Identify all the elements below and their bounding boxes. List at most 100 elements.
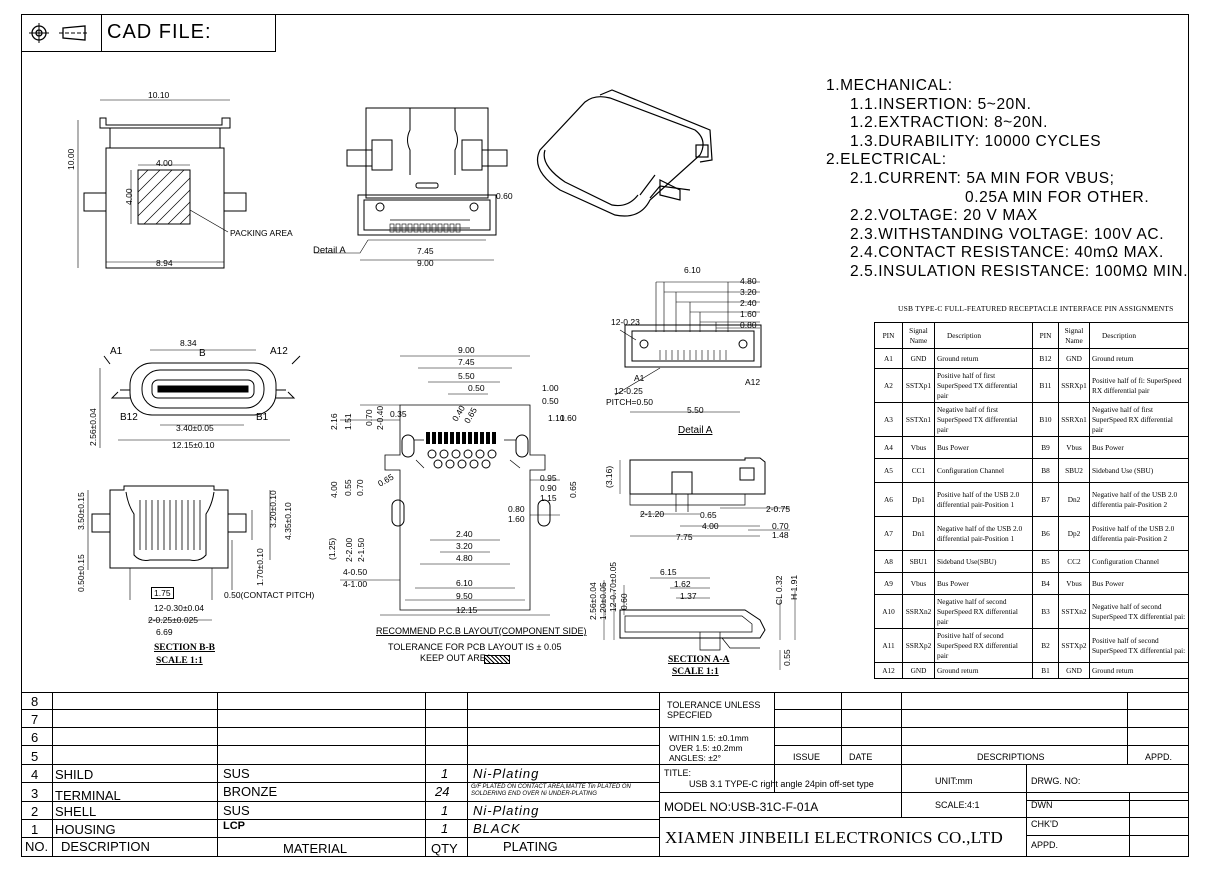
bom-item-material: BRONZE — [223, 784, 278, 799]
pin-cell: Configuration Channel — [1089, 550, 1189, 573]
cad-header: CAD FILE: — [21, 14, 276, 52]
pin-cell: Sideband Use(SBU) — [934, 550, 1033, 573]
bom-item-desc: TERMINAL — [55, 788, 121, 803]
spec-line: 0.25A MIN FOR OTHER. — [965, 188, 1150, 206]
pin-cell: GND — [902, 348, 935, 369]
pin-cell: B12 — [1032, 348, 1059, 369]
bom-item-no: 2 — [31, 804, 39, 819]
pin-cell: Negative half of second SuperSpeed TX di… — [1089, 594, 1189, 629]
tolerance-angles: ANGLES: ±2° — [669, 753, 722, 763]
dim-label: 1.75 — [151, 587, 174, 599]
detail-a-view — [614, 281, 762, 413]
pin-cell: Bus Power — [1089, 436, 1189, 459]
dim-label: 2-0.75 — [766, 504, 791, 514]
pin-cell: Positive half of second SuperSpeed RX di… — [934, 628, 1033, 663]
dim-label: 4.00 — [702, 521, 719, 531]
pin-cell: Negative half of first SuperSpeed RX dif… — [1089, 402, 1189, 437]
pin-cell: Positive half of the USB 2.0 differentia… — [934, 482, 1033, 517]
section-bb-view — [87, 485, 271, 621]
dim-label: 1.60 — [740, 309, 757, 319]
pin-cell: A2 — [874, 368, 903, 403]
pin-cell: Negative half of the USB 2.0 differentia… — [1089, 482, 1189, 517]
dim-label: 7.45 — [417, 246, 434, 256]
dim-label: (1.25) — [327, 537, 337, 560]
issue-label: ISSUE — [793, 752, 821, 762]
dim-label: 2.40 — [740, 298, 757, 308]
dim-label: 6.15 — [660, 567, 677, 577]
keep-out-hatch-icon — [484, 655, 510, 664]
bom-row-number: 8 — [31, 694, 39, 709]
drawing-sheet — [21, 14, 1189, 857]
dim-label: 12-0.30±0.04 — [154, 603, 205, 613]
dim-label: 4.35±0.10 — [283, 502, 293, 540]
bom-item-material: SUS — [223, 803, 250, 818]
dim-label: 3.40±0.05 — [176, 423, 214, 433]
spec-line: 2.ELECTRICAL: — [826, 151, 947, 169]
keep-out-label: KEEP OUT AREA — [420, 653, 492, 663]
model-no: MODEL NO:USB-31C-F-01A — [664, 800, 819, 814]
dim-label: B12 — [120, 412, 138, 423]
dim-label: 2.16 — [329, 413, 339, 430]
section-bb-title: SECTION B-B — [154, 643, 215, 653]
pin-cell: A4 — [874, 436, 903, 459]
pin-cell: B10 — [1032, 402, 1059, 437]
dim-label: 4.00 — [329, 481, 339, 498]
pin-table-header: Description — [934, 322, 1033, 349]
bom-header-desc: DESCRIPTION — [61, 839, 150, 854]
dim-label: CL 0.32 — [774, 575, 784, 605]
spec-list: 1.MECHANICAL: 1.1.INSERTION: 5~20N. 1.2.… — [826, 77, 1188, 282]
pin-cell: Ground return — [1089, 662, 1189, 679]
dim-label: 7.45 — [458, 357, 475, 367]
dim-label: 1.48 — [772, 530, 789, 540]
pin-cell: Bus Power — [934, 572, 1033, 595]
pin-cell: Bus Power — [934, 436, 1033, 459]
dim-label: 0.70 — [364, 409, 374, 426]
dim-label: 4.00 — [124, 188, 134, 205]
pin-cell: Vbus — [1058, 436, 1090, 459]
bom-row-number: 6 — [31, 730, 39, 745]
dim-label: 6.69 — [156, 627, 173, 637]
pin-table-header: Signal Name — [1058, 322, 1090, 349]
pcb-tolerance-note: TOLERANCE FOR PCB LAYOUT IS ± 0.05 — [388, 642, 562, 652]
dim-label: 1.62 — [674, 579, 691, 589]
pin-table-title: USB TYPE-C FULL-FEATURED RECEPTACLE INTE… — [898, 304, 1174, 313]
dim-label: 0.80 — [508, 504, 525, 514]
pin-cell: Ground return — [934, 348, 1033, 369]
pin-cell: A3 — [874, 402, 903, 437]
dim-label: 8.94 — [156, 258, 173, 268]
bom-item-material: SUS — [223, 766, 250, 781]
pcb-layout-title: RECOMMEND P.C.B LAYOUT(COMPONENT SIDE) — [376, 626, 587, 636]
dim-label: 6.10 — [684, 265, 701, 275]
pin-cell: SBU2 — [1058, 458, 1090, 483]
pin-cell: Bus Power — [1089, 572, 1189, 595]
pin-table-header: PIN — [874, 322, 903, 349]
pin-cell: B4 — [1032, 572, 1059, 595]
pin-cell: Negative half of second SuperSpeed RX di… — [934, 594, 1033, 629]
end-view — [99, 349, 301, 448]
pin-cell: B5 — [1032, 550, 1059, 573]
chkd-label: CHK'D — [1031, 819, 1059, 829]
spec-line: 1.MECHANICAL: — [826, 77, 953, 94]
bom-title-block: 8 7 6 5 4 SHILD SUS 1 Ni-Plating 3 TERMI… — [21, 692, 1189, 857]
bom-item-desc: HOUSING — [55, 822, 116, 837]
descriptions-label: DESCRIPTIONS — [977, 752, 1045, 762]
section-aa-view — [603, 577, 796, 670]
dim-label: 1.60 — [508, 514, 525, 524]
appd-label: APPD. — [1031, 840, 1059, 850]
bom-item-plating: G/F PLATED ON CONTACT AREA,MATTE Tin PLA… — [471, 784, 631, 797]
dim-label: 0.95 — [540, 473, 557, 483]
dim-label: 0.60 — [619, 593, 629, 610]
pcb-layout-view — [340, 355, 560, 616]
dim-label: 0.65 — [568, 481, 578, 498]
dim-label: 1.10 — [548, 413, 565, 423]
bom-item-desc: SHELL — [55, 804, 97, 819]
dim-label: 12-0.25 — [614, 386, 643, 396]
pin-cell: A12 — [874, 662, 903, 679]
spec-line: 1.3.DURABILITY: 10000 CYCLES — [850, 132, 1102, 150]
dim-label: PITCH=0.50 — [606, 397, 654, 407]
section-aa-title: SECTION A-A — [668, 655, 730, 665]
pin-cell: Positive half of first SuperSpeed TX dif… — [934, 368, 1033, 403]
